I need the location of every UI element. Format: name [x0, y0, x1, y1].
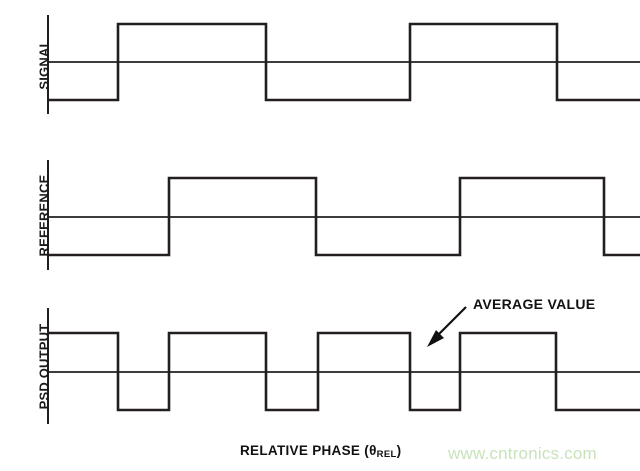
- x-axis-label-main: RELATIVE PHASE (: [240, 443, 370, 458]
- x-axis-label: RELATIVE PHASE (θREL): [240, 443, 402, 460]
- theta-symbol: θ: [369, 443, 377, 458]
- axis-label-reference: REFERENCE: [36, 174, 52, 257]
- waveform-psd-output: [47, 308, 640, 424]
- x-axis-label-subscript: REL: [376, 449, 397, 460]
- trace-path-signal: [48, 22, 640, 102]
- axis-label-signal: SIGNAL: [36, 39, 52, 90]
- average-value-arrow: [427, 306, 467, 347]
- waveform-reference: [47, 160, 640, 270]
- trace-path-psd-output: [48, 331, 640, 412]
- average-value-label: AVERAGE VALUE: [473, 296, 596, 312]
- waveform-traces: [47, 15, 640, 424]
- watermark-cntronics: www.cntronics.com: [448, 444, 597, 463]
- trace-path-reference: [48, 176, 640, 257]
- axis-label-psd-output: PSD OUTPUT: [36, 323, 52, 410]
- waveform-signal: [47, 15, 640, 114]
- x-axis-label-close: ): [396, 443, 402, 458]
